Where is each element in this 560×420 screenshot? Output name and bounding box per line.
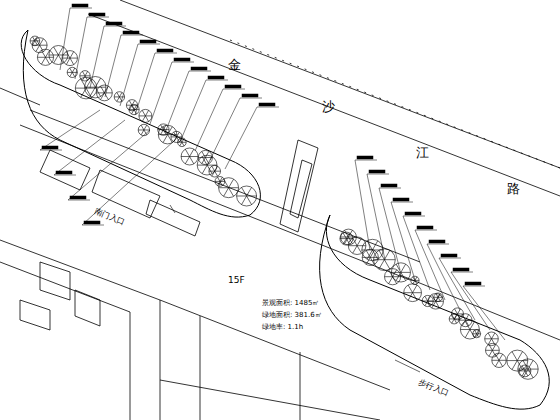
tree-symbols [30, 36, 538, 379]
area-note: 绿地面积: 381.6㎡ [262, 312, 322, 320]
road-name: 路 [507, 182, 520, 196]
road-edge [120, 0, 560, 168]
building-outline [160, 300, 390, 420]
road-name: 江 [416, 146, 429, 160]
building-outline [0, 240, 160, 420]
entry-arrow [395, 360, 420, 372]
area-note: 绿地率: 1.1h [262, 324, 303, 332]
planter-bed [320, 215, 550, 409]
entry-arrow [170, 205, 175, 213]
road-centre-line [230, 40, 560, 168]
area-note: 景观面积: 1485㎡ [262, 300, 319, 308]
floor-label: 15F [228, 276, 245, 286]
road-name: 沙 [322, 100, 335, 114]
road-name: 金 [228, 58, 241, 72]
planter-bed [21, 30, 260, 217]
site-boundary [0, 88, 560, 340]
callout-leaders [40, 4, 505, 340]
sculpture-feature [280, 140, 318, 232]
road-edge [88, 14, 560, 196]
parking-stalls [40, 150, 200, 236]
